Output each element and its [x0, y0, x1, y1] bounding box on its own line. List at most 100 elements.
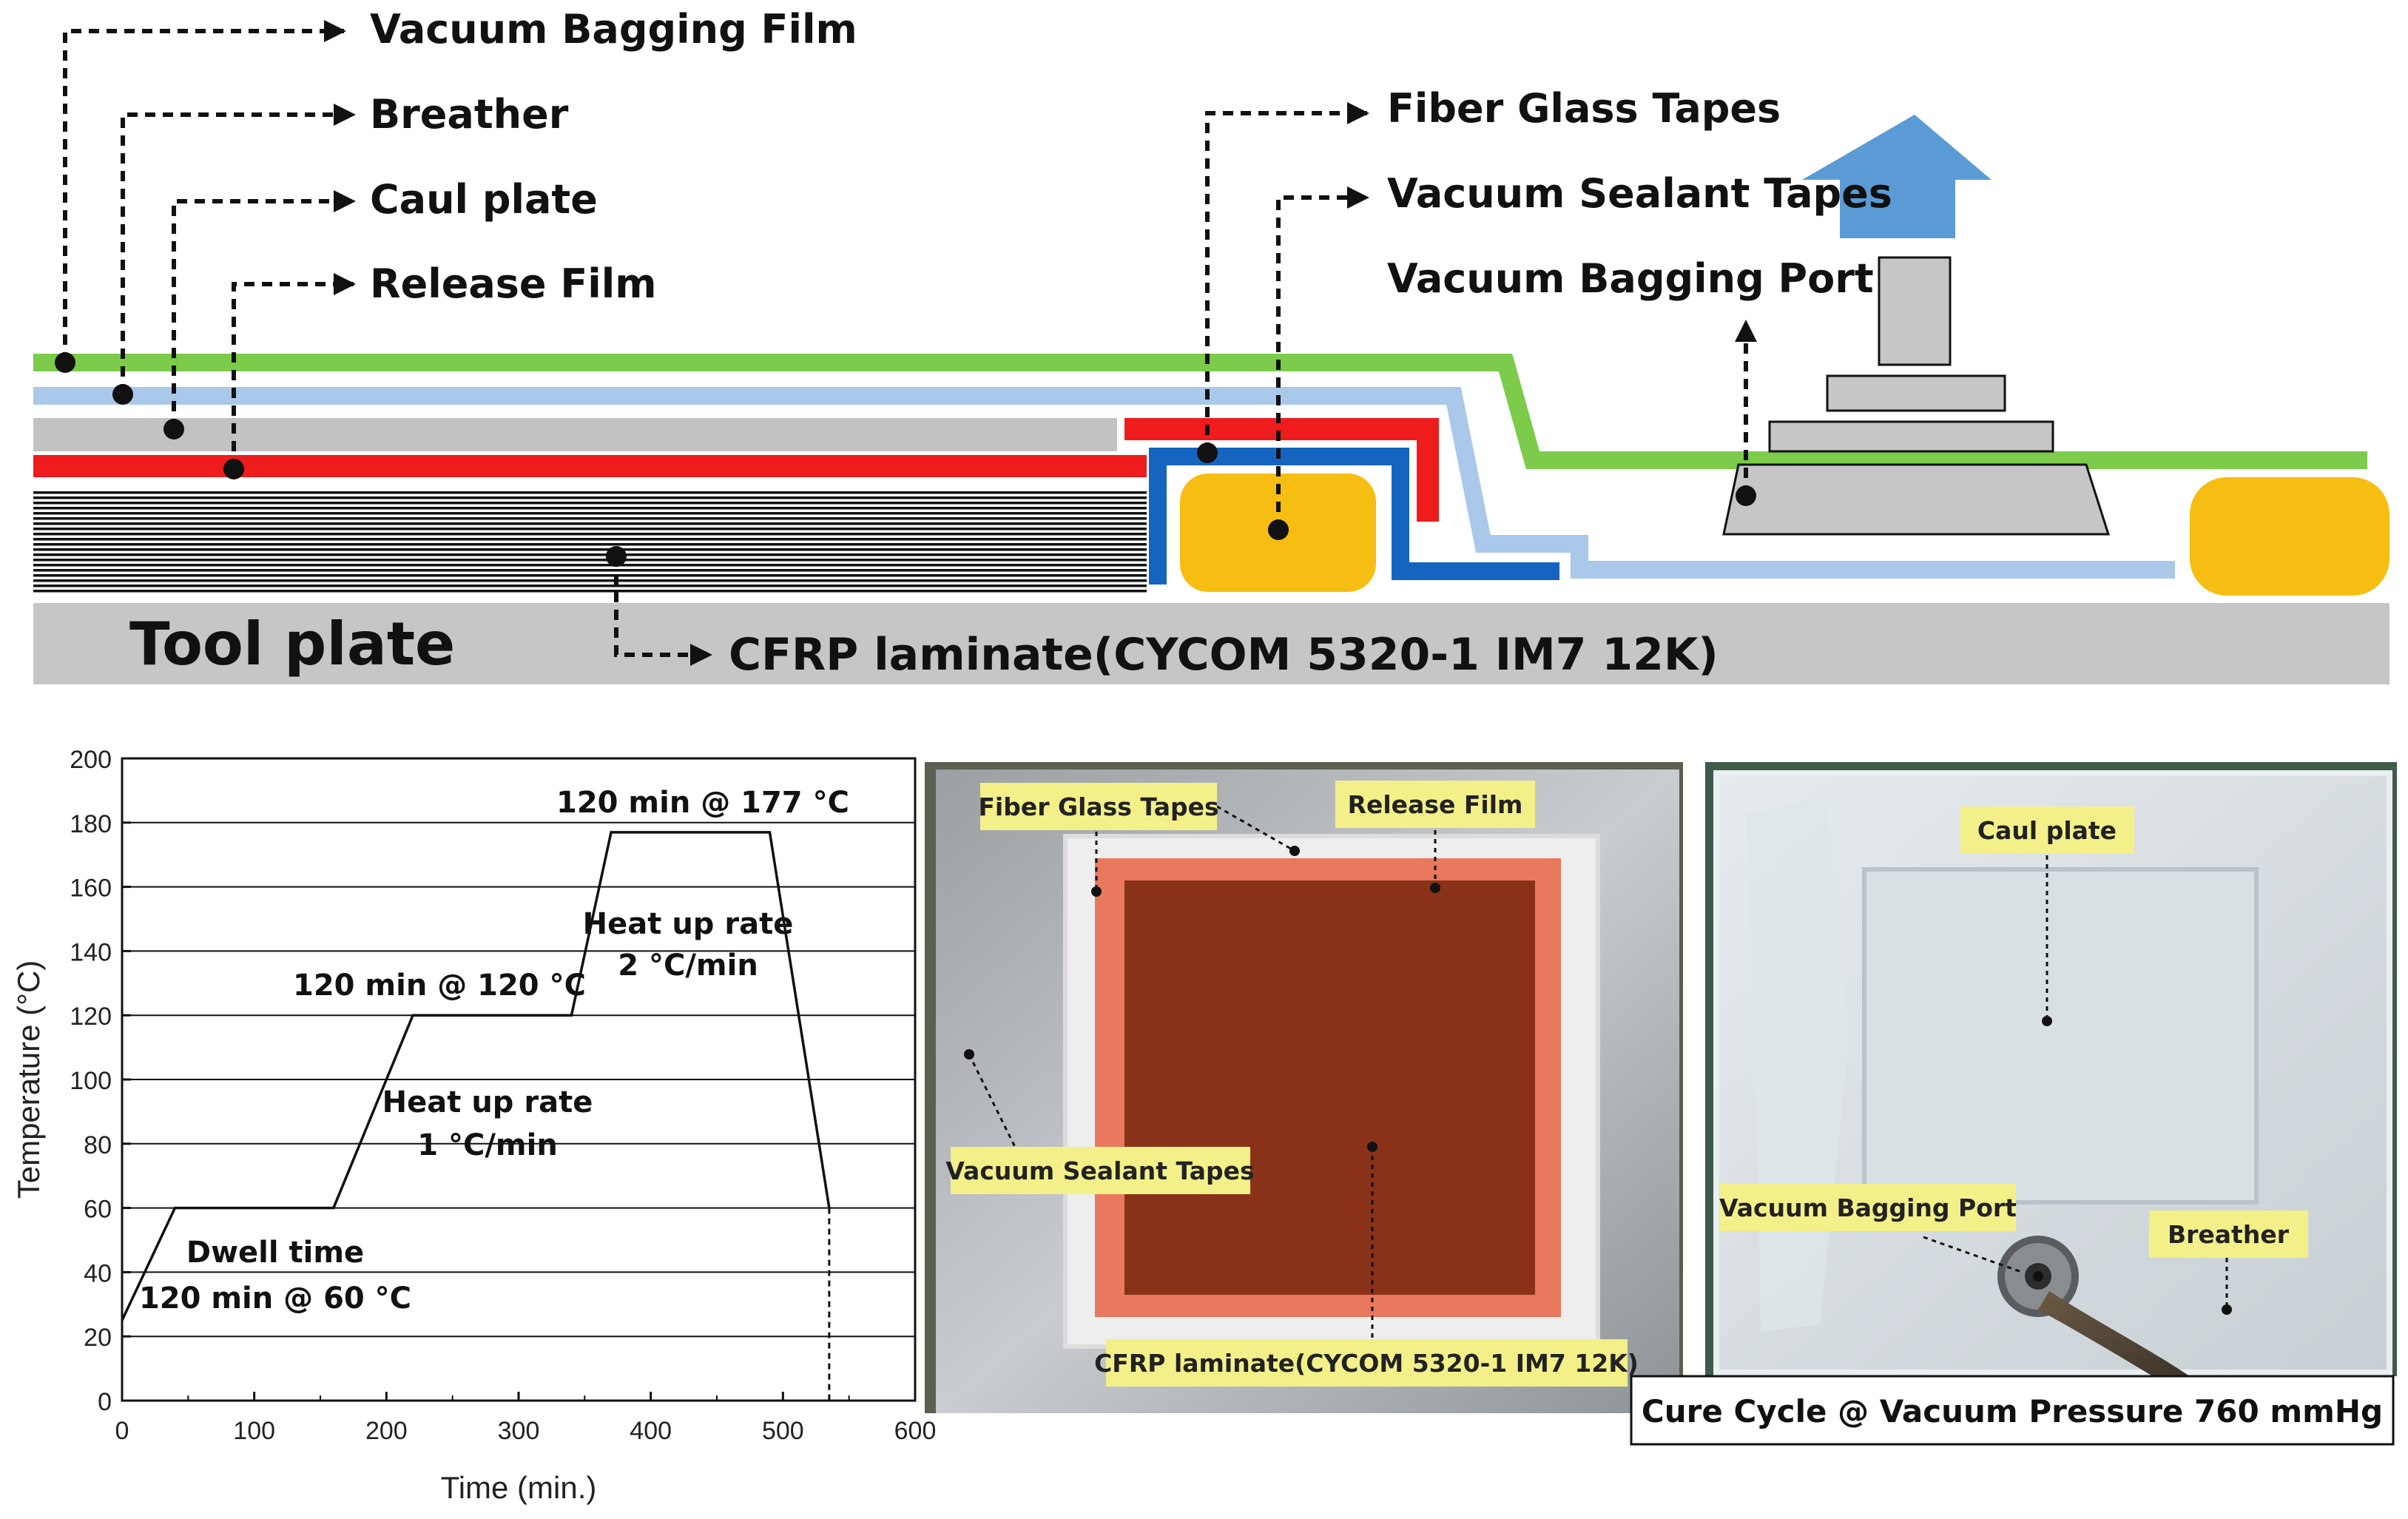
x-tick-label: 200 — [365, 1417, 408, 1445]
label-breather: Breather — [370, 91, 569, 138]
leader-dots — [55, 352, 1756, 567]
laminate-ply — [33, 491, 1147, 494]
y-tick-label: 100 — [70, 1067, 112, 1095]
x-tick-label: 400 — [630, 1417, 672, 1445]
label-fiber-glass-tapes: Fiber Glass Tapes — [1387, 85, 1781, 132]
vacuum-sealant-tape-right — [2190, 477, 2390, 596]
tag-cfrp-laminate: CFRP laminate(CYCOM 5320-1 IM7 12K) — [1094, 1349, 1639, 1378]
chart-x-axis-label: Time (min.) — [441, 1470, 597, 1505]
y-tick-label: 180 — [70, 810, 112, 838]
annotation-hold-120: 120 min @ 120 °C — [293, 969, 586, 1003]
laminate-ply — [33, 528, 1147, 531]
annotation-heat-rate-1-line2: 1 °C/min — [417, 1128, 558, 1162]
chart-series — [121, 831, 831, 1401]
laminate-ply — [33, 579, 1147, 582]
photo-bag-dots — [2033, 1016, 2232, 1315]
y-tick-label: 20 — [84, 1324, 112, 1352]
leader-lines — [63, 20, 1757, 666]
tag-fiber-glass-tapes: Fiber Glass Tapes — [978, 792, 1218, 821]
layup-schematic: Tool plate — [33, 6, 2390, 684]
tag-vacuum-bagging-port: Vacuum Bagging Port — [1719, 1193, 2017, 1222]
fiber-glass-tape — [1149, 448, 1559, 585]
vacuum-port-ring — [1826, 374, 2006, 412]
tag-breather: Breather — [2168, 1220, 2290, 1249]
laminate-ply — [33, 564, 1147, 567]
photo-layup-dots — [964, 846, 1440, 1152]
tag-bg-cfrp — [1106, 1339, 1628, 1387]
laminate-ply — [33, 590, 1147, 593]
y-tick-label: 120 — [70, 1003, 112, 1031]
laminate-ply — [33, 533, 1147, 536]
y-tick-label: 160 — [70, 875, 112, 903]
tag-bg-vacuum-bagging-port — [1720, 1184, 2016, 1231]
annotation-heat-rate-2-line1: Heat up rate — [583, 907, 794, 941]
tool-plate — [33, 603, 2390, 684]
vacuum-port-base — [1722, 463, 2111, 536]
y-tick-label: 140 — [70, 938, 112, 966]
laminate-ply — [33, 553, 1147, 556]
laminate-ply — [33, 512, 1147, 515]
label-caul-plate: Caul plate — [370, 176, 598, 223]
tag-vacuum-sealant-tapes: Vacuum Sealant Tapes — [945, 1156, 1254, 1185]
y-tick-label: 80 — [84, 1131, 112, 1159]
photo-layup: Fiber Glass Tapes Release Film Vacuum Se… — [925, 762, 1683, 1413]
laminate-ply — [33, 585, 1147, 587]
vacuum-arrow-icon — [1802, 115, 1992, 238]
annotation-heat-rate-2-line2: 2 °C/min — [618, 949, 758, 983]
y-tick-label: 0 — [98, 1388, 112, 1416]
laminate-ply — [33, 543, 1147, 546]
release-film-wrap — [1124, 418, 1439, 522]
x-tick-label: 0 — [115, 1417, 129, 1445]
label-vacuum-bagging-port: Vacuum Bagging Port — [1387, 255, 1874, 302]
tag-release-film: Release Film — [1348, 790, 1523, 819]
vacuum-hose — [2038, 1291, 2190, 1376]
x-tick-label: 600 — [894, 1417, 937, 1445]
cfrp-laminate-photo — [1124, 880, 1535, 1295]
label-cfrp-laminate: CFRP laminate(CYCOM 5320-1 IM7 12K) — [729, 629, 1719, 681]
laminate-ply — [33, 574, 1147, 577]
tool-plate-label: Tool plate — [129, 610, 455, 678]
laminate-ply — [33, 517, 1147, 520]
chart-y-axis-label: Temperature (°C) — [11, 960, 46, 1199]
photo-layup-leaders — [968, 805, 1437, 1339]
caption-text: Cure Cycle @ Vacuum Pressure 760 mmHg — [1642, 1393, 2383, 1429]
vacuum-port-flange — [1768, 420, 2054, 453]
x-tick-label: 500 — [762, 1417, 804, 1445]
laminate-ply — [33, 502, 1147, 505]
laminate-ply — [33, 548, 1147, 551]
annotation-hold-177: 120 min @ 177 °C — [556, 786, 849, 820]
label-release-film: Release Film — [370, 260, 657, 307]
tag-bg-breather — [2149, 1210, 2308, 1258]
caul-plate — [33, 418, 1117, 451]
breather-layer — [33, 387, 2175, 579]
tag-caul-plate: Caul plate — [1977, 816, 2117, 845]
label-vacuum-sealant-tapes: Vacuum Sealant Tapes — [1387, 170, 1892, 217]
laminate-ply — [33, 569, 1147, 572]
vacuum-bagging-film-layer — [33, 354, 2367, 469]
caul-plate-photo — [1862, 867, 2259, 1205]
annotation-heat-rate-1-line1: Heat up rate — [382, 1085, 593, 1119]
label-vacuum-bagging-film: Vacuum Bagging Film — [370, 6, 857, 53]
laminate-ply — [33, 507, 1147, 510]
tag-bg-fiber-glass — [980, 783, 1217, 830]
tag-bg-vacuum-sealant — [951, 1147, 1250, 1194]
x-tick-label: 300 — [498, 1417, 540, 1445]
laminate-ply — [33, 559, 1147, 562]
laminate-ply — [33, 496, 1147, 499]
laminate-ply — [33, 522, 1147, 525]
tag-bg-caul-plate — [1960, 806, 2134, 854]
photo-bag-leaders — [1923, 855, 2228, 1310]
tag-bg-release-film — [1335, 781, 1535, 828]
y-tick-label: 60 — [84, 1196, 112, 1224]
y-tick-label: 40 — [84, 1259, 112, 1287]
vacuum-port-stem — [1878, 256, 1952, 366]
photo-vacuum-bag: Caul plate Vacuum Bagging Port Breather — [1705, 762, 2397, 1376]
annotation-dwell-line2: 120 min @ 60 °C — [139, 1281, 411, 1316]
annotation-dwell-line1: Dwell time — [186, 1236, 364, 1270]
caption-box — [1630, 1375, 2395, 1446]
release-film — [33, 455, 1147, 477]
cure-cycle-line — [121, 831, 831, 1321]
